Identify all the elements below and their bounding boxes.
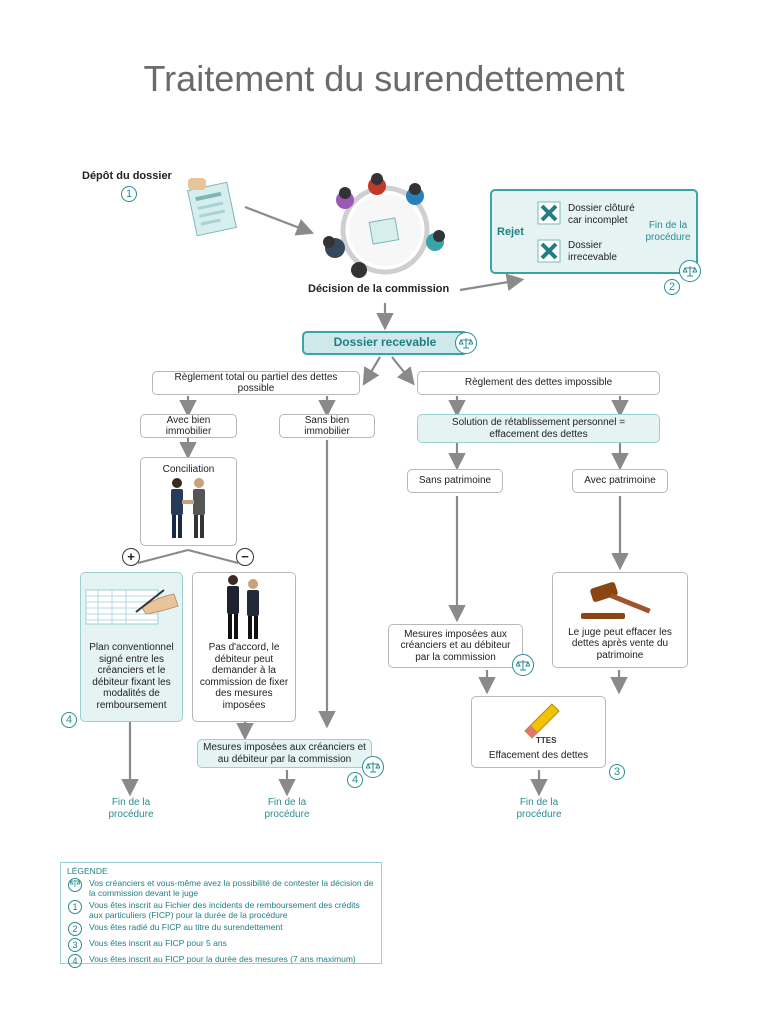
signing-paper-icon [85, 589, 179, 625]
scales-icon [679, 260, 701, 282]
reglement-possible-box: Règlement total ou partiel des dettes po… [152, 371, 360, 395]
legend-title: LÉGENDE [67, 866, 108, 876]
step-number-2: 2 [664, 279, 680, 295]
effacement-text: Effacement des dettes [488, 749, 589, 761]
gavel-icon [581, 582, 651, 619]
step-number-1: 1 [121, 186, 137, 202]
solution-box: Solution de rétablissement personnel = e… [417, 414, 660, 443]
rejet-item-incomplet: Dossier clôturé car incomplet [568, 203, 635, 226]
sans-bien-box: Sans bien immobilier [279, 414, 375, 438]
step-number-3: 3 [609, 764, 625, 780]
legend-item: 2 Vous êtes radié du FICP au titre du su… [67, 922, 375, 936]
conciliation-label: Conciliation [162, 464, 215, 475]
fin-procedure-1: Fin de la procédure [108, 797, 154, 820]
legend-text: Vous êtes inscrit au FICP pour 5 ans [89, 938, 227, 948]
commission-table-icon [323, 173, 445, 278]
fin-procedure-3: Fin de la procédure [516, 797, 562, 820]
plus-sign-icon: + [122, 548, 140, 566]
legend-item: 3 Vous êtes inscrit au FICP pour 5 ans [67, 938, 375, 952]
rejet-label: Rejet [497, 226, 524, 238]
page-title: Traitement du surendettement [143, 58, 625, 99]
avec-bien-box: Avec bien immobilier [140, 414, 237, 438]
legend-text: Vous êtes radié du FICP au titre du sure… [89, 922, 283, 932]
cross-icon [537, 239, 561, 263]
scales-icon [512, 654, 534, 676]
juge-text: Le juge peut effacer les dettes après ve… [568, 626, 672, 661]
step-number-4: 4 [347, 772, 363, 788]
rejet-fin: Fin de la procédure [645, 220, 691, 243]
document-icon [187, 178, 237, 236]
legend-text: Vos créanciers et vous-même avez la poss… [89, 878, 374, 898]
sans-patrimoine-box: Sans patrimoine [407, 469, 503, 493]
fin-procedure-2: Fin de la procédure [264, 797, 310, 820]
legend-text: Vous êtes inscrit au FICP pour la durée … [89, 954, 356, 964]
dettes-word: TTES [536, 736, 557, 745]
scales-icon [68, 878, 82, 892]
legend-number: 4 [68, 954, 82, 968]
mesures-imposees-box: Mesures imposées aux créanciers et au dé… [388, 624, 523, 668]
legend-text: Vous êtes inscrit au Fichier des inciden… [89, 900, 360, 920]
legend-item: 4 Vous êtes inscrit au FICP pour la duré… [67, 954, 375, 968]
rejet-box [490, 189, 698, 274]
depot-label: Dépôt du dossier [82, 170, 172, 182]
legend-number: 1 [68, 900, 82, 914]
pas-accord-text: Pas d'accord, le débiteur peut demander … [199, 642, 289, 711]
mesures-imposees-commission-box: Mesures imposées aux créanciers et au dé… [197, 739, 372, 768]
dossier-recevable-box: Dossier recevable [302, 331, 468, 355]
juge-box: Le juge peut effacer les dettes après ve… [552, 572, 688, 668]
legend-number: 3 [68, 938, 82, 952]
decision-label: Décision de la commission [308, 283, 450, 295]
step-number-4: 4 [61, 712, 77, 728]
scales-icon [455, 332, 477, 354]
avec-patrimoine-box: Avec patrimoine [572, 469, 668, 493]
cross-icon [537, 201, 561, 225]
reglement-impossible-box: Règlement des dettes impossible [417, 371, 660, 395]
legend-item: Vos créanciers et vous-même avez la poss… [67, 878, 375, 898]
people-icon [227, 575, 259, 639]
plan-conventionnel-text: Plan conventionnel signé entre les créan… [89, 642, 174, 711]
scales-icon [362, 756, 384, 778]
legend-box: LÉGENDE Vos créanciers et vous-même avez… [60, 862, 382, 968]
handshake-icon [171, 478, 205, 538]
pas-accord-box: Pas d'accord, le débiteur peut demander … [192, 572, 296, 722]
minus-sign-icon: − [236, 548, 254, 566]
rejet-item-irrecevable: Dossier irrecevable [568, 240, 617, 263]
legend-item: 1 Vous êtes inscrit au Fichier des incid… [67, 900, 375, 920]
legend-number: 2 [68, 922, 82, 936]
eraser-pencil-icon [524, 703, 560, 739]
